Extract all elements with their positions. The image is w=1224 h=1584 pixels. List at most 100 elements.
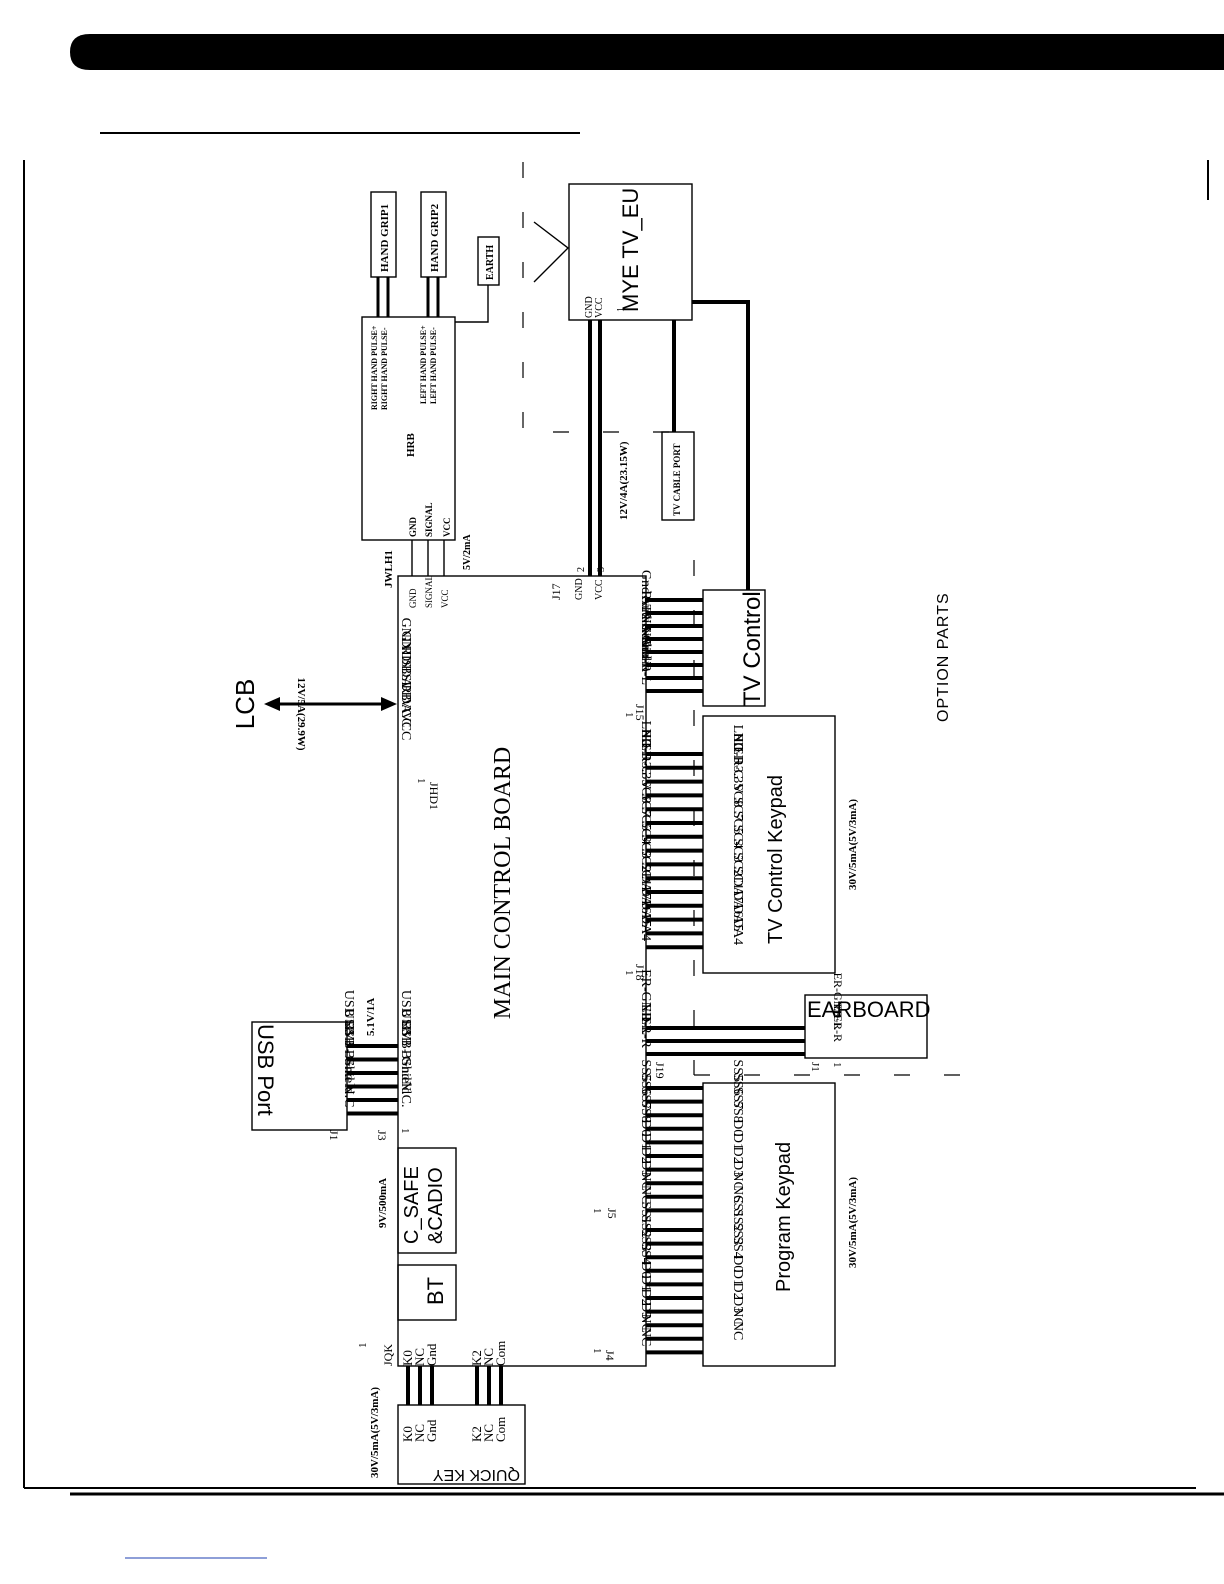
usb-port-label: USB Port [253, 1024, 278, 1116]
j15-pin-7: Audio-L [638, 637, 653, 685]
j18-pin-5: SC7 [638, 793, 653, 817]
bt-label: BT [423, 1277, 448, 1305]
j3-pin-5: N.C. [398, 1081, 413, 1107]
pk-pin-5: D1 [730, 1133, 745, 1150]
pk-pin-15: D1 [730, 1269, 745, 1286]
wire-earth [455, 285, 489, 323]
j18-pin-12: DA6 [638, 886, 653, 913]
hrb-right-pulse-minus: RIGHT HAND PULSE- [380, 327, 389, 410]
j18-label: J18 [633, 964, 647, 981]
qk-pin-5: Com [493, 1417, 508, 1442]
j18-pin-4: SC8 [638, 779, 653, 803]
pk-pin-6: D2 [730, 1146, 745, 1163]
jwlh1-pin-signal: SIGNAL [424, 575, 434, 608]
j18-pin-3: +3.3V [638, 754, 653, 790]
j4-pin-2: SS3 [638, 1229, 653, 1252]
qk-pin-3: K2 [469, 1426, 484, 1442]
program-keypad-power: 30V/5mA(5V/3mA) [847, 1177, 859, 1268]
hrb-in-signal: SIGNAL [424, 502, 434, 537]
j17-pin-vcc: VCC [594, 579, 605, 600]
tvkp-pin-8: SC3 [730, 838, 745, 862]
j5-pin-5: D1 [638, 1133, 653, 1150]
j15-pin1: 1 [623, 712, 635, 718]
earth-label: EARTH [485, 245, 496, 280]
jwlh1-pin-vcc: VCC [440, 589, 450, 608]
jqk-pin-1: NC [412, 1348, 427, 1366]
j4-pin-7: D3 [638, 1302, 653, 1319]
tv-pin1: 1 [616, 307, 627, 312]
jhd1-label: JHD1 [427, 782, 441, 810]
pk-pin-4: D0 [730, 1119, 745, 1136]
j18-pin-14: DA4 [638, 914, 653, 941]
usb-port-power: 5.1V/1A [365, 998, 377, 1036]
hrb-left-pulse-plus: LEFT HAND PULSE+ [419, 325, 428, 404]
j17-pin-gnd: GND [574, 578, 585, 600]
tvkp-pin-11: DA7 [730, 877, 745, 904]
earboard-pin-2: ER-R [831, 1015, 845, 1042]
quick-key-power: 30V/5mA(5V/3mA) [369, 1387, 381, 1478]
bt-box [397, 1264, 457, 1321]
tv-control-keypad-power: 30V/5mA(5V/3mA) [847, 799, 859, 890]
j3-pin1: 1 [399, 1128, 411, 1134]
j15-pin-6: Audio-R [638, 623, 653, 673]
jhd1-pin-3: SDA [398, 660, 413, 689]
jhd1-pin-1: GND [398, 631, 413, 661]
hrb-right-pulse-plus: RIGHT HAND PULSE+ [370, 325, 379, 410]
pk-pin-1: SS6 [730, 1073, 745, 1096]
usb-port-box [251, 1021, 348, 1131]
jqk-pin-4: NC [481, 1348, 496, 1366]
quick-key-label: QUICK KEY [433, 1466, 520, 1483]
j19-pin-0: ER-GND [638, 969, 653, 1022]
pk-pin-7: D3 [730, 1160, 745, 1177]
tvkp-pin-9: SC2 [730, 852, 745, 876]
j5-pin-6: D2 [638, 1146, 653, 1163]
j5-pin-2: SS7 [638, 1087, 653, 1110]
tvkp-pin-10: SC1 [730, 866, 745, 890]
j4-pin-6: D2 [638, 1288, 653, 1305]
lcb-power: 12V/5A(29.9W) [295, 677, 307, 750]
main-board-title: MAIN CONTROL BOARD [490, 747, 516, 1019]
j15-pin-1: Rx [638, 591, 653, 607]
jqk-pin1: 1 [357, 1343, 369, 1349]
hand-grip2-box [420, 191, 447, 278]
j4-pin-1: SS2 [638, 1215, 653, 1238]
tv-cable-port-box [661, 431, 695, 521]
j4-pin-8: NC [638, 1313, 653, 1332]
program-keypad-box [702, 1082, 836, 1367]
usb-pin-0: USB BV [341, 990, 356, 1040]
quick-key-box [397, 1404, 526, 1485]
j4-pin-4: D0 [638, 1261, 653, 1278]
j18-pin-7: SC4 [638, 820, 653, 844]
tvkp-pin-6: SC5 [730, 811, 745, 835]
j17-pin-number-2: 2 [576, 567, 587, 572]
j18-pin-2: LED-G [638, 734, 653, 776]
jhd1-pin-0: GND [398, 618, 413, 648]
tv-box [568, 183, 693, 321]
j3-pin-4: Shield [398, 1058, 413, 1094]
j19-label: J19 [653, 1062, 667, 1079]
jhd1-pin-5: RDA [398, 684, 413, 714]
j18-pin-1: LED-R [638, 721, 653, 763]
hrb-left-pulse-minus: LEFT HAND PULSE- [429, 327, 438, 404]
j18-pin-0: NC [638, 729, 653, 748]
j18-pin-10: SC1 [638, 862, 653, 886]
j5-pin-8: NC [638, 1171, 653, 1190]
tv-power: 12V/4A(23.15W) [618, 441, 630, 520]
pk-pin-13: SS4 [730, 1236, 745, 1259]
tvkp-pin-7: SC4 [730, 824, 745, 848]
hrb-in-gnd: GND [408, 517, 418, 538]
hrb-box [361, 316, 456, 541]
j4-pin-5: D1 [638, 1275, 653, 1292]
j5-pin-1: SS6 [638, 1073, 653, 1096]
tvkp-pin-2: LED-G [730, 738, 745, 780]
pk-pin-9: NC [730, 1185, 745, 1204]
usb-pin-3: Gnd [341, 1056, 356, 1080]
lcb-arrow-head-left [264, 697, 280, 711]
hand-grip1-box [370, 191, 397, 278]
pk-pin-2: SS7 [730, 1087, 745, 1110]
jhd1-pin-7: VCC [398, 712, 413, 741]
hrb-label: HRB [405, 433, 417, 458]
j5-pin-7: D3 [638, 1160, 653, 1177]
usb-pin-4: Shield [341, 1058, 356, 1094]
pk-pin-10: SS1 [730, 1195, 745, 1218]
